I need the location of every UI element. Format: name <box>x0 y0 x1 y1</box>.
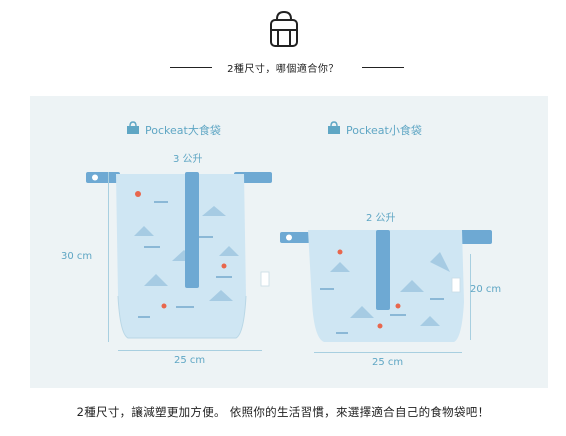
small-height-line <box>470 254 471 340</box>
small-bag-name: Pockeat小食袋 <box>346 124 422 137</box>
bag-icon <box>328 121 340 134</box>
large-width-line <box>118 350 262 351</box>
large-bag-capacity: 3 公升 <box>173 154 203 165</box>
small-width-line <box>314 352 462 353</box>
small-food-bag <box>280 230 492 342</box>
lunch-bag-icon <box>270 10 298 47</box>
section-heading: 2種尺寸，哪個適合你？ <box>227 64 339 75</box>
large-bag-height: 30 cm <box>61 251 93 262</box>
large-height-line <box>108 172 109 342</box>
heading-rule-right <box>362 67 404 68</box>
small-bag-height: 20 cm <box>470 284 502 295</box>
caption: 2種尺寸，讓減塑更加方便。 依照你的生活習慣，來選擇適合自己的食物袋吧！ <box>76 405 490 419</box>
small-bag-capacity: 2 公升 <box>366 213 396 224</box>
large-bag-name: Pockeat大食袋 <box>145 124 221 137</box>
small-bag-width: 25 cm <box>372 357 404 368</box>
large-food-bag <box>86 172 272 339</box>
bag-icon <box>127 121 139 134</box>
large-bag-width: 25 cm <box>174 355 206 366</box>
heading-rule-left <box>170 67 212 68</box>
